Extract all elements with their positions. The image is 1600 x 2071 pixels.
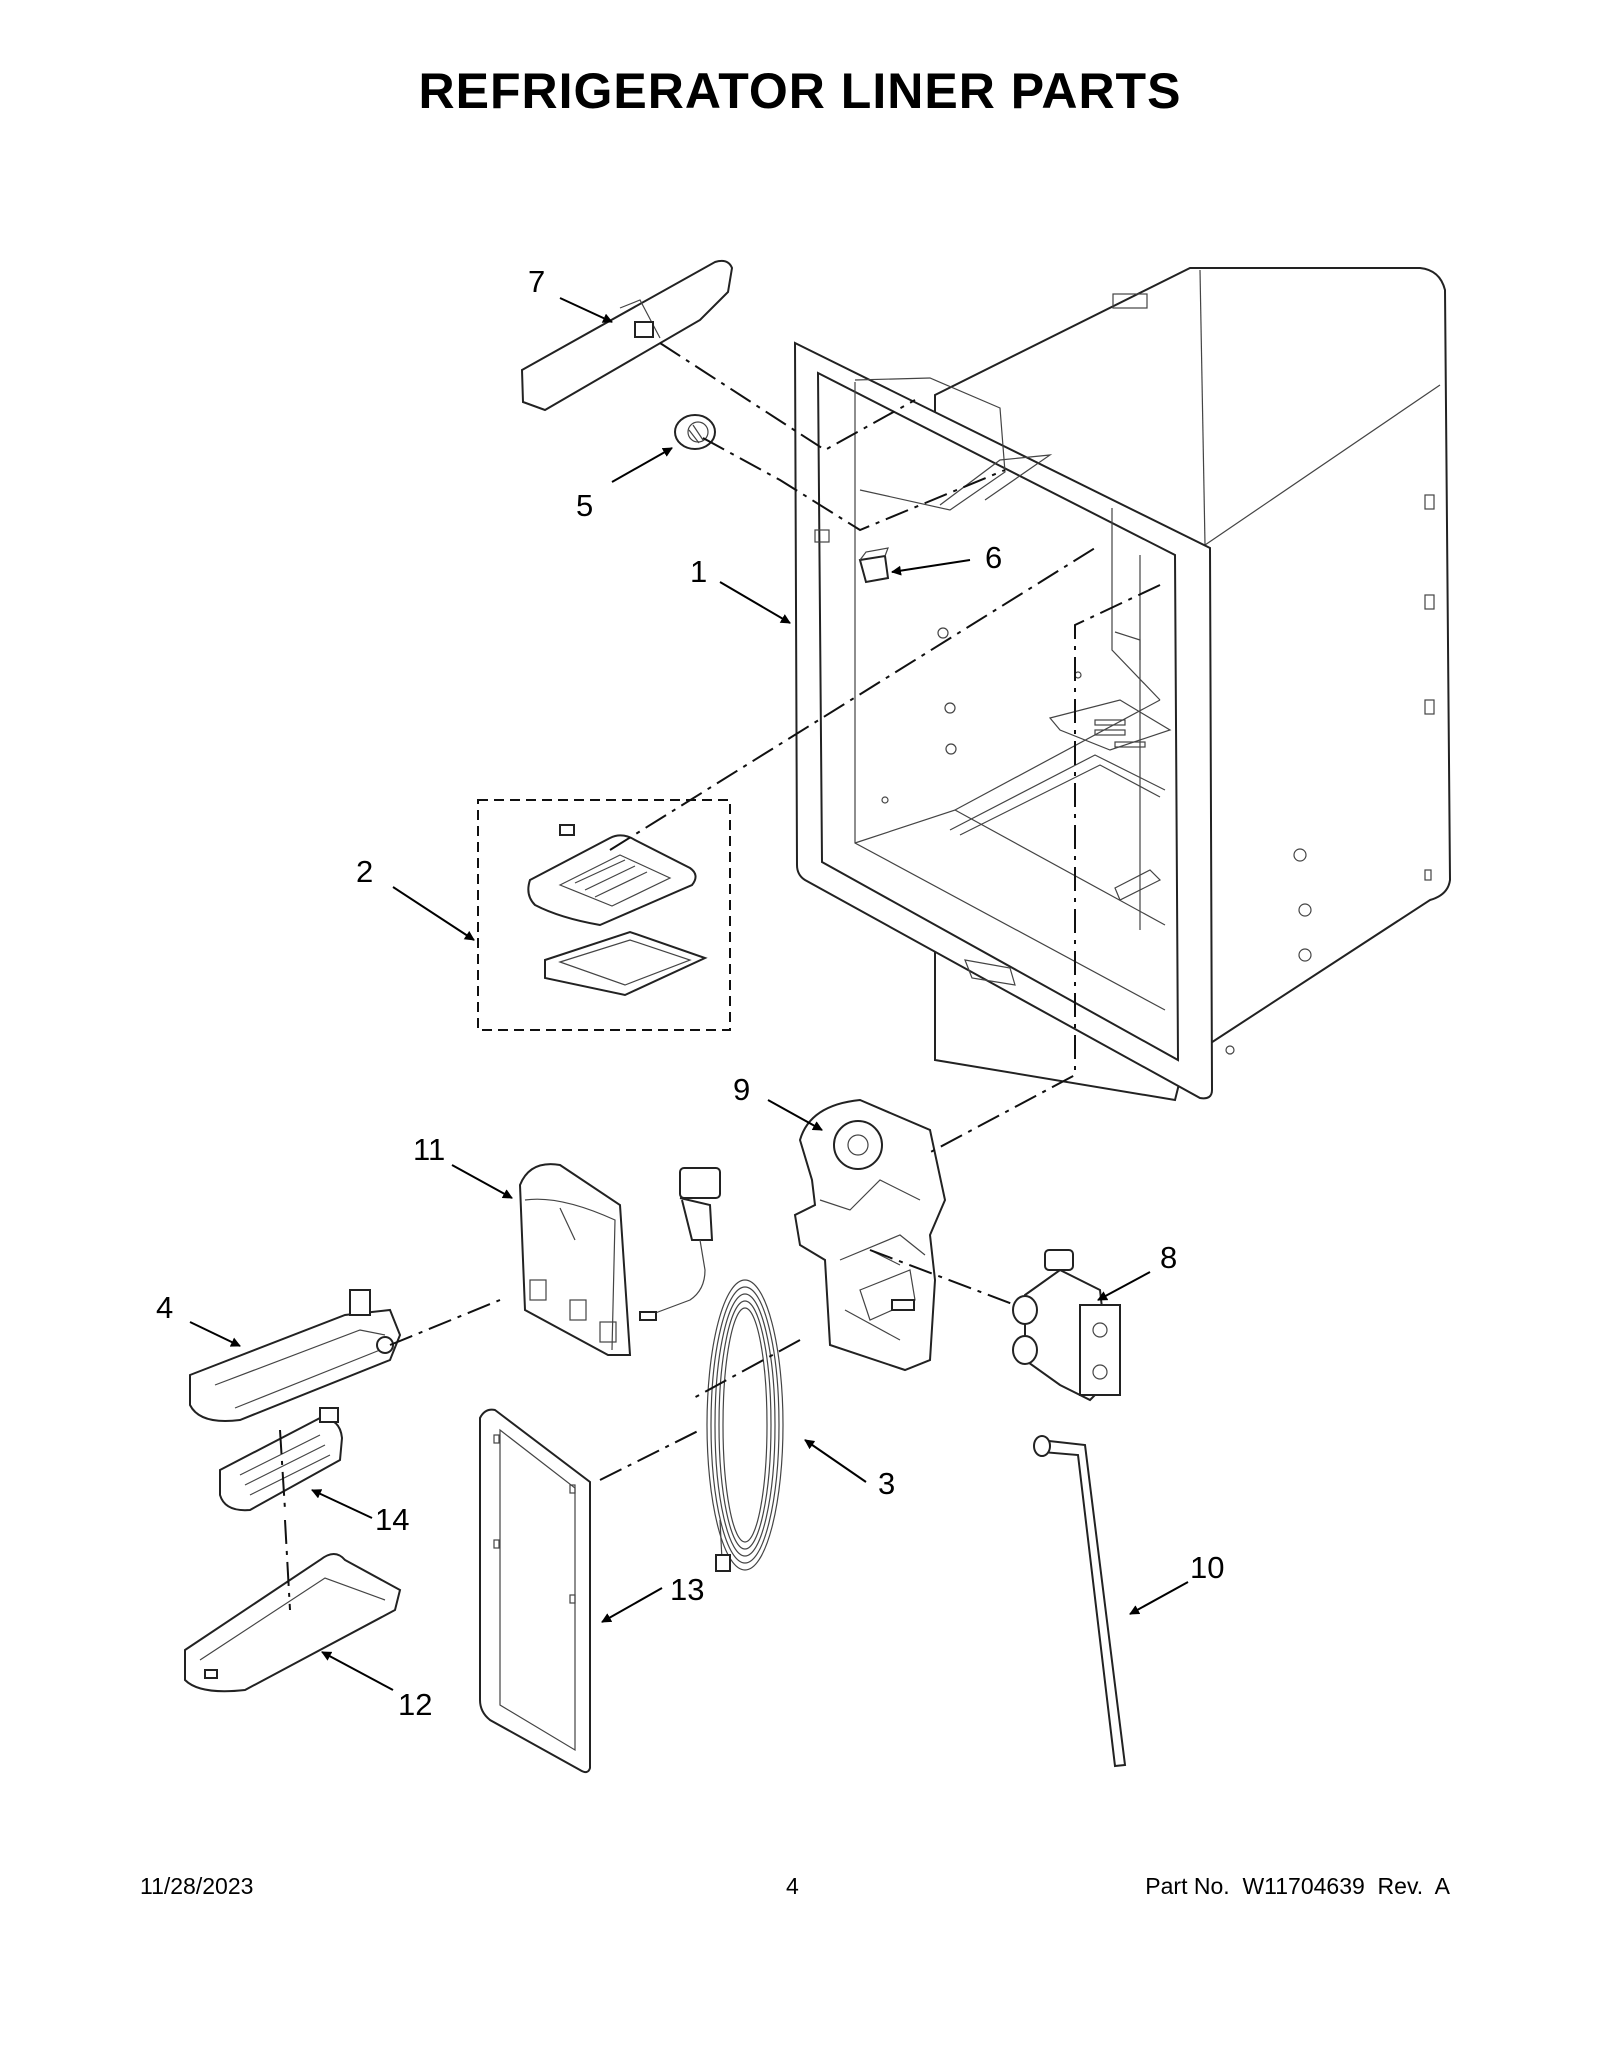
- part-11-duct: [518, 1163, 632, 1356]
- liner-part-1: [793, 267, 1452, 1102]
- part-8-valve: [1012, 1249, 1121, 1402]
- page-title: REFRIGERATOR LINER PARTS: [418, 63, 1182, 119]
- part-9-module: [793, 1098, 947, 1372]
- callout-10: 10: [1190, 1550, 1224, 1585]
- callout-5: 5: [576, 488, 593, 523]
- callout-4: 4: [156, 1290, 173, 1325]
- part-2-filter-assembly: [477, 799, 731, 1031]
- callout-9: 9: [733, 1072, 750, 1107]
- callout-2: 2: [356, 854, 373, 889]
- callout-7: 7: [528, 264, 545, 299]
- callout-11: 11: [413, 1132, 445, 1167]
- callout-3: 3: [878, 1466, 895, 1501]
- part-4-tray: [189, 1289, 402, 1422]
- assembly-lines: [279, 342, 1161, 1611]
- callout-14: 14: [375, 1502, 409, 1537]
- part-6-clip: [858, 547, 890, 584]
- part-13-panel: [479, 1408, 591, 1774]
- footer-page-number: 4: [786, 1873, 799, 1899]
- part-10-tube: [1033, 1435, 1127, 1768]
- part-5-knob: [674, 414, 716, 450]
- footer-part-number: Part No. W11704639 Rev. A: [1145, 1873, 1450, 1899]
- callout-8: 8: [1160, 1240, 1177, 1275]
- callout-1: 1: [690, 554, 707, 589]
- part-12-chute: [184, 1553, 402, 1693]
- part-14-motor: [219, 1407, 344, 1512]
- part-7-cover: [520, 259, 734, 412]
- part-3-harness: [639, 1167, 784, 1572]
- callout-12: 12: [398, 1687, 432, 1722]
- footer-date: 11/28/2023: [140, 1873, 254, 1899]
- callout-6: 6: [985, 540, 1002, 575]
- callout-leaders: [189, 297, 1189, 1691]
- callout-13: 13: [670, 1572, 704, 1607]
- callout-numbers: 7 5 6 1 2 9 11 8 4 3 14 10 13 12: [156, 264, 1224, 1722]
